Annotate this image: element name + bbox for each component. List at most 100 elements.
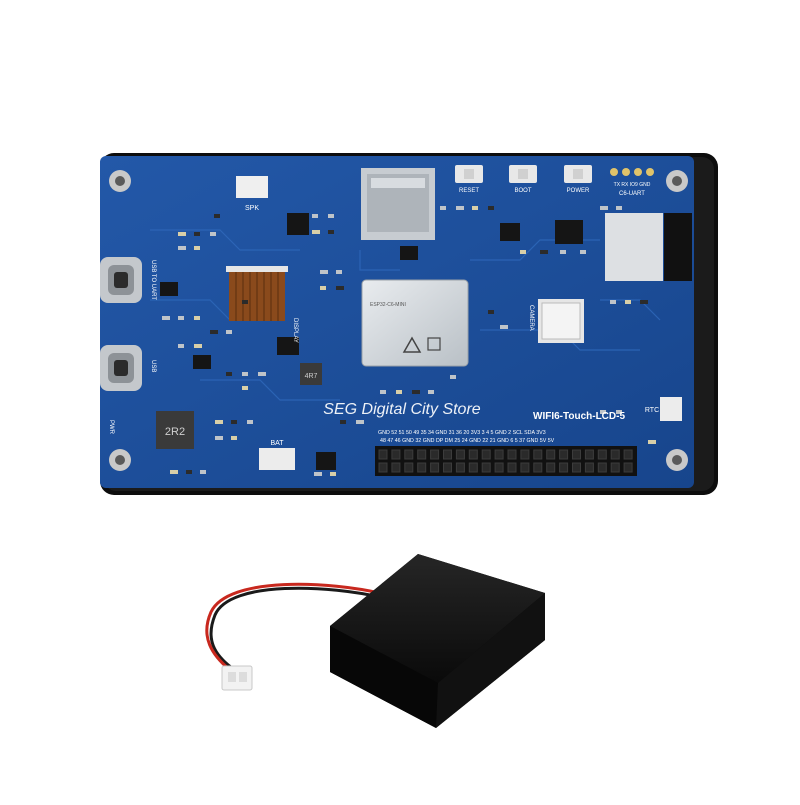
smd-part (640, 300, 648, 304)
header-pin (455, 449, 465, 460)
smd-part (312, 230, 320, 234)
smd-part (616, 206, 622, 210)
header-pin (481, 462, 491, 473)
rtc-connector (660, 397, 682, 421)
smd-part (194, 246, 200, 250)
header-pin (430, 462, 440, 473)
smd-part (396, 390, 402, 394)
display-connector (226, 266, 288, 321)
wifi-module (361, 279, 469, 367)
smd-part (312, 214, 318, 218)
header-pin (533, 462, 543, 473)
smd-part (500, 325, 508, 329)
header-pin (494, 462, 504, 473)
smd-part (178, 316, 184, 320)
smd-part (428, 390, 434, 394)
power-label: POWER (567, 188, 590, 194)
bat-label: BAT (270, 440, 284, 447)
header-pin (417, 449, 427, 460)
header-pin (455, 462, 465, 473)
smd-part (320, 270, 328, 274)
smd-part (380, 390, 386, 394)
usb-c-port-usb (100, 345, 142, 391)
smd-part (600, 410, 606, 414)
header-pin (481, 449, 491, 460)
smd-part (340, 420, 346, 424)
camera-connector (538, 299, 584, 343)
power-button (564, 165, 592, 183)
usb-label: USB (150, 360, 156, 372)
header-pin (417, 462, 427, 473)
uart-header (610, 168, 654, 176)
smd-part (258, 372, 266, 376)
sd-card-slot (361, 168, 435, 240)
smd-part (336, 270, 342, 274)
smd-part (314, 472, 322, 476)
smd-part (200, 470, 206, 474)
mounting-holes (109, 170, 688, 471)
smd-part (412, 390, 420, 394)
header-pin (520, 449, 530, 460)
reset-button (455, 165, 483, 183)
header-pin (610, 449, 620, 460)
smd-part (540, 250, 548, 254)
ic-chips (160, 213, 583, 470)
smd-part (450, 375, 456, 379)
smd-part (194, 232, 200, 236)
smd-part (600, 206, 608, 210)
smd-part (328, 230, 334, 234)
c6-module (605, 213, 692, 281)
header-pin (597, 449, 607, 460)
smd-part (488, 310, 494, 314)
smd-components (162, 206, 656, 476)
inductor-label: 2R2 (165, 426, 185, 438)
header-pin (572, 462, 581, 473)
smd-part (231, 436, 237, 440)
inductor-label-2: 4R7 (305, 373, 318, 380)
smd-part (194, 344, 202, 348)
smd-part (242, 386, 248, 390)
board-title: WIFI6-Touch-LCD-5 (533, 411, 625, 422)
header-pin (507, 462, 517, 473)
smd-part (520, 250, 526, 254)
watermark: SEG Digital City Store (323, 401, 480, 418)
usb-c-port-uart (100, 257, 142, 303)
pwr-label: PWR (108, 420, 114, 435)
header-pin (404, 449, 414, 460)
rtc-label: RTC (645, 407, 659, 414)
header-pin (507, 449, 517, 460)
gpio-header (375, 446, 637, 476)
smd-part (215, 420, 223, 424)
header-pin (443, 449, 452, 460)
smd-part (214, 214, 220, 218)
smd-part (210, 330, 218, 334)
smd-part (320, 286, 326, 290)
boot-button (509, 165, 537, 183)
boot-label: BOOT (514, 188, 531, 194)
header-pin (584, 449, 594, 460)
silkscreen: SPK RESET BOOT POWER TX RX IO9 GND C6-UA… (108, 182, 659, 447)
header-pin (468, 462, 478, 473)
header-pin (378, 449, 388, 460)
header-pin (610, 462, 620, 473)
header-pin (597, 462, 607, 473)
header-pin (391, 449, 401, 460)
module-text: ESP32-C6-MINI (370, 302, 406, 308)
header-pin (533, 449, 543, 460)
smd-part (580, 250, 586, 254)
battery-plug (221, 665, 253, 691)
smd-part (440, 206, 446, 210)
header-pin (404, 462, 414, 473)
smd-part (625, 300, 631, 304)
header-pin (546, 462, 556, 473)
smd-part (560, 250, 566, 254)
speaker-connector (236, 176, 268, 198)
smd-part (162, 316, 170, 320)
battery-pack (330, 554, 545, 728)
inductor-2r2: 2R2 (156, 411, 194, 449)
battery-wire (205, 582, 386, 672)
smd-part (170, 470, 178, 474)
header-pin (572, 449, 581, 460)
header-pin (623, 462, 633, 473)
smd-part (242, 300, 248, 304)
